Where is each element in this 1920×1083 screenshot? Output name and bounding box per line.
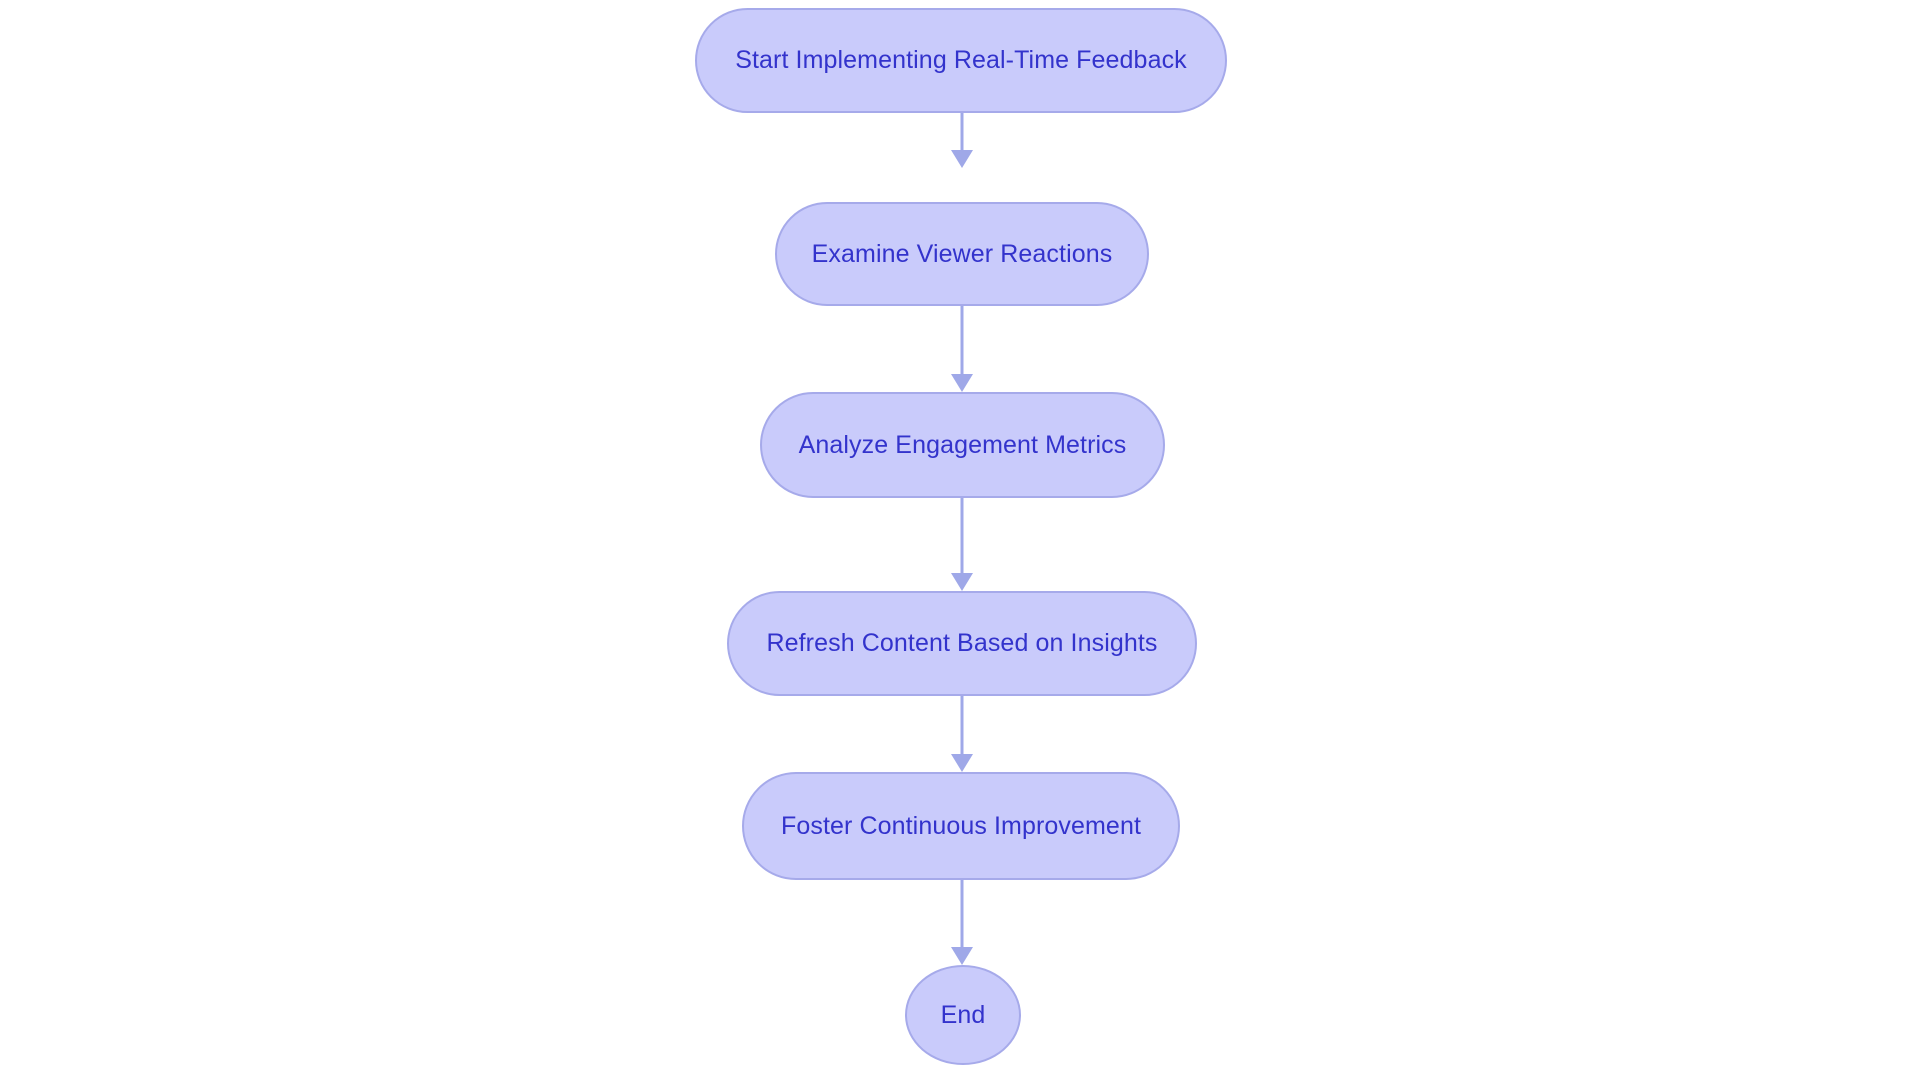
edge-n1-n2 [951,113,973,168]
flow-node-label: Analyze Engagement Metrics [798,430,1127,459]
flow-node-label: Examine Viewer Reactions [811,239,1113,268]
flow-node-start-implementing-real-time-feedback[interactable]: Start Implementing Real-Time Feedback [695,8,1227,113]
arrowhead-icon [951,374,973,392]
flow-node-label: Foster Continuous Improvement [780,811,1141,840]
arrowhead-icon [951,754,973,772]
edge-n4-n5 [951,696,973,772]
flow-node-end[interactable]: End [905,965,1021,1065]
flow-node-label: End [940,1000,986,1029]
edge-n2-n3 [951,306,973,392]
arrowhead-icon [951,150,973,168]
flow-node-foster-continuous-improvement[interactable]: Foster Continuous Improvement [742,772,1180,880]
flow-node-label: Start Implementing Real-Time Feedback [735,46,1187,74]
edge-n5-n6 [951,880,973,965]
arrowhead-icon [951,947,973,965]
flow-node-analyze-engagement-metrics[interactable]: Analyze Engagement Metrics [760,392,1165,498]
flow-node-label: Refresh Content Based on Insights [766,629,1158,657]
flow-node-refresh-content-based-on-insights[interactable]: Refresh Content Based on Insights [727,591,1197,696]
arrowhead-icon [951,573,973,591]
flow-node-examine-viewer-reactions[interactable]: Examine Viewer Reactions [775,202,1149,306]
edge-n3-n4 [951,498,973,591]
